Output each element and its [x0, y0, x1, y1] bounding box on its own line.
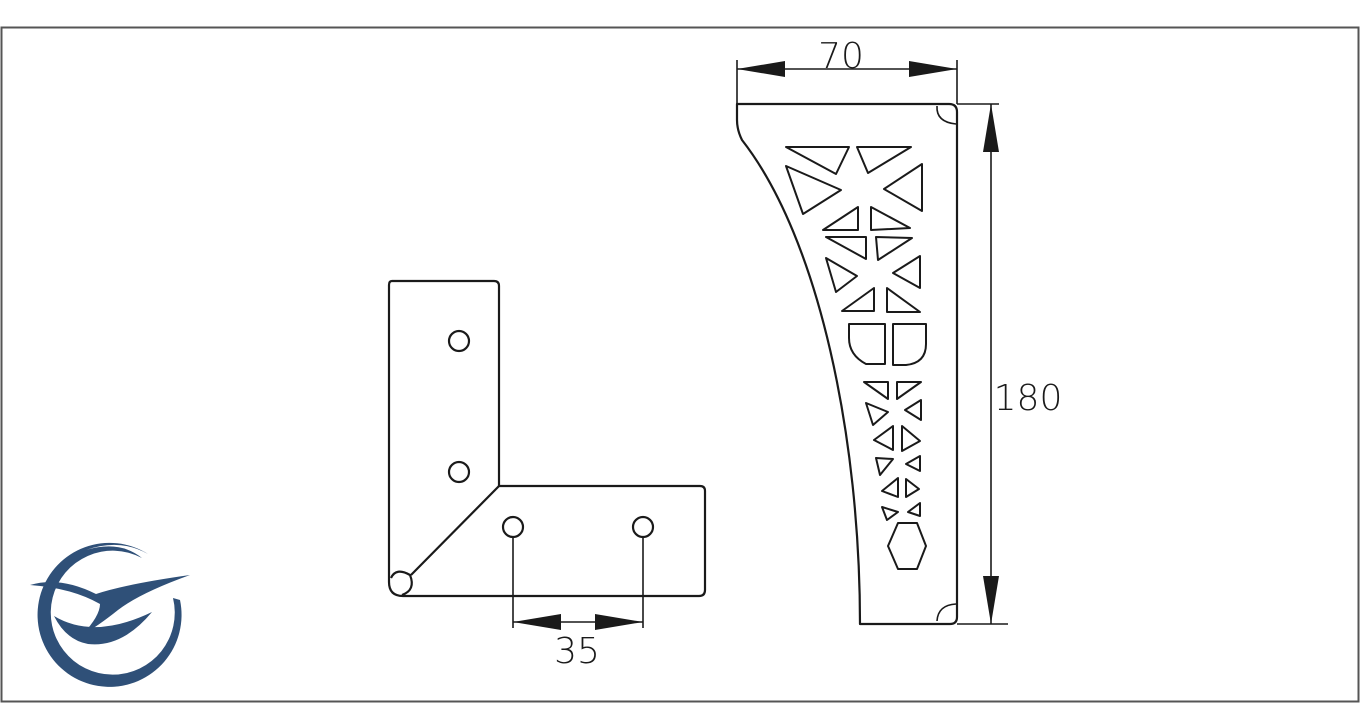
- width-dim-arrow-left: [737, 61, 785, 77]
- corner-stub: [389, 570, 413, 597]
- bird-over-wave-icon: [30, 542, 190, 687]
- hole-spacing-label: 35: [554, 631, 600, 672]
- screw-hole-1: [447, 329, 471, 353]
- hole-dim-arrow-left: [513, 614, 561, 630]
- top-corner-mark: [936, 105, 957, 125]
- width-dim-arrow-right: [909, 61, 957, 77]
- drawing-frame: [0, 26, 1360, 703]
- screw-hole-4: [631, 515, 655, 539]
- leg-width-label: 70: [818, 36, 864, 77]
- bottom-corner-mark: [936, 603, 957, 622]
- screw-hole-2: [447, 460, 471, 484]
- leg-outline: [735, 102, 959, 626]
- screw-hole-3: [501, 515, 525, 539]
- logo-bird-wing: [30, 575, 190, 635]
- height-dim-arrow-top: [983, 104, 999, 152]
- logo-wave: [54, 612, 152, 645]
- mounting-plate-view: 35: [387, 279, 707, 672]
- leg-side-view: 70 180: [735, 36, 1063, 626]
- mounting-plate-outline: [387, 279, 707, 598]
- lattice-cutouts: [785, 146, 927, 570]
- fold-line: [410, 485, 500, 576]
- height-dim-arrow-bottom: [983, 576, 999, 624]
- leg-height-label: 180: [994, 378, 1063, 419]
- hole-dim-arrow-right: [595, 614, 643, 630]
